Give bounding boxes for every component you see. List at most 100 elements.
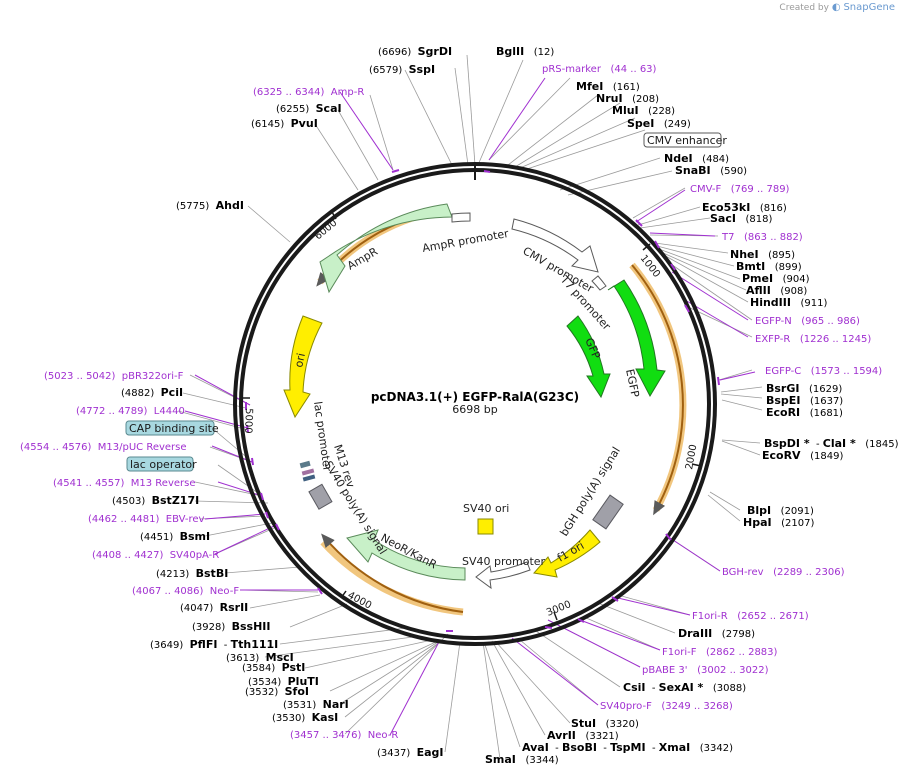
feature-label-sv40-promoter: SV40 promoter: [462, 555, 546, 568]
site-label: (3437) EagI: [377, 746, 444, 759]
sv40-polya-signal-block: [308, 483, 333, 510]
site-label: (3530) KasI: [272, 711, 338, 724]
site-label: (5023 .. 5042) pBR322ori-F: [44, 371, 184, 382]
site-label: CMV-F (769 .. 789): [690, 184, 790, 195]
tick-marks: [241, 211, 702, 621]
site-label: (3457 .. 3476) Neo-R: [290, 730, 398, 741]
site-label: NheI (895): [730, 248, 795, 261]
boxed-label-lac-operator: lac operator: [126, 456, 197, 472]
site-label: (6696) SgrDI: [378, 45, 452, 58]
site-label: (4213) BstBI: [156, 567, 228, 580]
site-label: F1ori-R (2652 .. 2671): [692, 611, 809, 622]
tick-label-2000: 2000: [684, 444, 699, 471]
site-label: EGFP-N (965 .. 986): [755, 316, 860, 327]
ori-arrow: [283, 315, 323, 419]
site-label: AvrII (3321): [547, 729, 619, 742]
ampr-arrow: [319, 203, 453, 294]
site-label: EGFP-C (1573 .. 1594): [765, 366, 882, 377]
boxed-label-lac-operator-text: lac operator: [130, 458, 197, 471]
site-label: (4408 .. 4427) SV40pA-R: [92, 550, 219, 561]
site-label: (3613) MscI: [226, 651, 294, 664]
site-label: Eco53kI (816): [702, 201, 787, 214]
neor-kanr-arrow: [346, 529, 466, 581]
feature-label-bgh-polya-signal: bGH poly(A) signal: [558, 445, 623, 539]
t7-promoter-arrow: [591, 275, 607, 291]
site-label: BsrGI (1629): [766, 382, 842, 395]
site-label: (3534) PluTI: [248, 675, 319, 688]
site-label: SpeI (249): [627, 117, 691, 130]
site-label: BspEI (1637): [766, 394, 843, 407]
gfp-arrow: [566, 315, 611, 399]
site-label: pRS-marker (44 .. 63): [542, 64, 657, 75]
site-label: BlpI (2091): [747, 504, 814, 517]
site-label: (4503) BstZ17I: [112, 494, 199, 507]
ampr-promoter-arrow: [451, 212, 471, 223]
site-label: SnaBI (590): [675, 164, 747, 177]
lac-region-blocks: [299, 460, 316, 482]
site-label: (4882) PciI: [121, 386, 183, 399]
site-label: (3532) SfoI: [245, 685, 309, 698]
ring-site-marks: [245, 169, 720, 632]
site-label: EcoRI (1681): [766, 406, 843, 419]
site-label: (4451) BsmI: [140, 530, 210, 543]
site-label: DraIII (2798): [678, 627, 755, 640]
site-label: (4772 .. 4789) L4440: [76, 406, 185, 417]
f1-ori-arrow: [533, 529, 601, 578]
site-label: BGH-rev (2289 .. 2306): [722, 567, 845, 578]
tick-label-3000: 3000: [545, 599, 573, 619]
sv40-ori-block: [477, 518, 494, 535]
feature-label-sv40-ori: SV40 ori: [463, 502, 509, 515]
created-by-label: Created by: [779, 3, 829, 13]
snapgene-branding: Created by ◐ SnapGene: [779, 2, 895, 13]
feature-label-egfp: EGFP: [623, 368, 642, 399]
site-label: HpaI (2107): [743, 516, 814, 529]
feature-label-ori: ori: [292, 352, 308, 369]
site-label: (5775) AhdI: [176, 199, 244, 212]
site-label: (4047) RsrII: [180, 601, 248, 614]
snapgene-logo-icon: ◐: [831, 2, 841, 13]
site-label: MfeI (161): [576, 80, 640, 93]
site-label: (4462 .. 4481) EBV-rev: [88, 514, 205, 525]
site-label: BglII (12): [496, 45, 554, 58]
primer-leader-lines: [184, 77, 756, 736]
site-label: T7 (863 .. 882): [721, 232, 803, 243]
site-label: EXFP-R (1226 .. 1245): [755, 334, 871, 345]
site-label: (3649) PflFI - Tth111I: [150, 638, 278, 651]
site-label: NdeI (484): [664, 152, 729, 165]
site-label: HindIII (911): [750, 296, 827, 309]
boxed-label-cmv-enhancer: CMV enhancer: [643, 132, 727, 148]
snapgene-brand-label: SnapGene: [843, 2, 895, 13]
sv40-promoter-arrow: [475, 561, 531, 590]
site-labels: (6696) SgrDI BglII (12) (6579) SspI pRS-mar…: [20, 45, 899, 766]
site-label: (4554 .. 4576) M13/pUC Reverse: [20, 442, 187, 453]
tick-label-5000: 5000: [242, 408, 254, 434]
site-label: (6325 .. 6344) Amp-R: [253, 87, 364, 98]
cmv-promoter-arrow: [511, 218, 599, 273]
site-label: SV40pro-F (3249 .. 3268): [600, 701, 733, 712]
boxed-label-cap-binding-site-text: CAP binding site: [129, 422, 219, 435]
site-label: CsiI - SexAI * (3088): [623, 681, 746, 694]
site-label: (6579) SspI: [369, 63, 435, 76]
site-label: EcoRV (1849): [762, 449, 843, 462]
site-label: MluI (228): [612, 104, 675, 117]
site-label: (6255) ScaI: [276, 102, 342, 115]
site-label: BmtI (899): [736, 260, 802, 273]
site-label: (4067 .. 4086) Neo-F: [132, 586, 239, 597]
site-label: F1ori-F (2862 .. 2883): [662, 647, 778, 658]
feature-label-ampr-promoter: AmpR promoter: [421, 227, 510, 255]
site-label: NruI (208): [596, 92, 659, 105]
site-label: (3928) BssHII: [192, 620, 271, 633]
backbone-outer-circle: [233, 162, 717, 646]
plasmid-size: 6698 bp: [452, 403, 497, 416]
plasmid-name: pcDNA3.1(+) EGFP-RalA(G23C): [371, 390, 579, 404]
site-label: (6145) PvuI: [251, 117, 318, 130]
site-label: PmeI (904): [742, 272, 810, 285]
boxed-label-cmv-enhancer-text: CMV enhancer: [647, 134, 727, 147]
boxed-label-cap-binding-site: CAP binding site: [125, 420, 219, 436]
site-label: AvaI - BsoBI - TspMI - XmaI (3342): [522, 741, 733, 754]
site-label: StuI (3320): [571, 717, 639, 730]
site-label: SmaI (3344): [485, 753, 559, 766]
site-label: SacI (818): [710, 212, 772, 225]
site-label: (3531) NarI: [283, 698, 349, 711]
